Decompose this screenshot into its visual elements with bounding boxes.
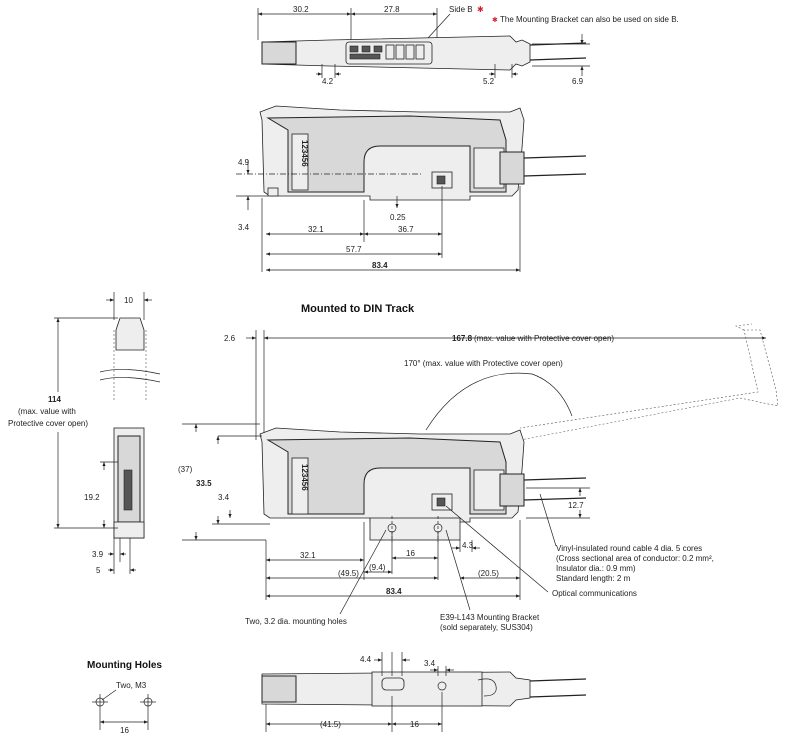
cover-swing-arc — [425, 372, 573, 431]
dim-114-note-1: (max. value with — [18, 407, 76, 416]
dim-3-4-bottom: 3.4 — [424, 659, 436, 668]
dim-16-holes: 16 — [120, 726, 129, 735]
dim-16-din: 16 — [406, 549, 415, 558]
note-mark: ✱ — [492, 16, 498, 24]
dim-3-4-din: 3.4 — [218, 493, 230, 502]
bottom-view: 4.4 3.4 (41.5) 16 — [261, 652, 587, 732]
side-b-mark: ✱ — [477, 5, 484, 14]
dim-49-5: (49.5) — [338, 569, 359, 578]
cover-hinge — [261, 41, 297, 65]
dim-4-9: 4.9 — [238, 158, 250, 167]
dim-27-8: 27.8 — [384, 5, 400, 14]
dim-19-2: 19.2 — [84, 493, 100, 502]
dim-114: 114 — [48, 395, 61, 404]
side-cover-top — [115, 317, 145, 351]
front-view: 123456 4.9 3.4 0.25 32.1 36.7 57.7 83.4 — [236, 105, 587, 272]
mounting-bracket — [369, 517, 461, 541]
mounting-holes-view: Mounting Holes Two, M3 16 — [87, 660, 162, 735]
optical-comm-label: Optical communications — [552, 589, 637, 598]
dim-0-25: 0.25 — [390, 213, 406, 222]
angle-170: 170° (max. value with Protective cover o… — [404, 359, 563, 368]
dim-41-5: (41.5) — [320, 720, 341, 729]
dim-5: 5 — [96, 566, 101, 575]
dim-167-8-note: (max. value with Protective cover open) — [474, 334, 614, 343]
dim-83-4: 83.4 — [372, 261, 388, 270]
bracket-label-1: E39-L143 Mounting Bracket — [440, 613, 540, 622]
connector — [473, 147, 505, 189]
dim-37: (37) — [178, 465, 193, 474]
dim-30-2: 30.2 — [293, 5, 309, 14]
side-b-note: The Mounting Bracket can also be used on… — [500, 15, 679, 24]
cable-desc-3: Insulator dia.: 0.9 mm) — [556, 564, 636, 573]
dim-6-9: 6.9 — [572, 77, 584, 86]
dim-10: 10 — [124, 296, 133, 305]
dim-167-8: 167.8 — [452, 334, 473, 343]
cover-open-dashed — [519, 329, 779, 441]
din-cable — [523, 477, 587, 481]
cable-desc-1: Vinyl-insulated round cable 4 dia. 5 cor… — [556, 544, 702, 553]
cable-grip — [499, 151, 525, 185]
din-section-title: Mounted to DIN Track — [301, 303, 415, 315]
terminal-numbers: 123456 — [300, 140, 309, 167]
holes-callout: Two, 3.2 dia. mounting holes — [245, 617, 347, 626]
mounting-holes-title: Mounting Holes — [87, 660, 162, 671]
dim-4-2: 4.2 — [322, 77, 334, 86]
dim-32-1: 32.1 — [308, 225, 324, 234]
dim-36-7: 36.7 — [398, 225, 414, 234]
dim-83-4-din: 83.4 — [386, 587, 402, 596]
side-b-label: Side B — [449, 5, 473, 14]
dim-9-4: (9.4) — [369, 563, 386, 572]
two-m3-label: Two, M3 — [116, 681, 147, 690]
cable-desc-2: (Cross sectional area of conductor: 0.2 … — [556, 554, 714, 563]
dim-114-note-2: Protective cover open) — [8, 419, 88, 428]
dim-33-5: 33.5 — [196, 479, 212, 488]
dim-5-2: 5.2 — [483, 77, 495, 86]
side-view: 10 114 (max. value with Protective cover… — [8, 292, 161, 575]
dim-57-7: 57.7 — [346, 245, 362, 254]
dim-4-3: 4.3 — [462, 541, 474, 550]
dim-4-4: 4.4 — [360, 655, 372, 664]
dim-16-bottom: 16 — [410, 720, 419, 729]
dim-20-5: (20.5) — [478, 569, 499, 578]
display-digits — [349, 44, 425, 60]
dim-32-1-din: 32.1 — [300, 551, 316, 560]
dim-3-4: 3.4 — [238, 223, 250, 232]
din-terminal-numbers: 123456 — [300, 464, 309, 491]
dim-12-7: 12.7 — [568, 501, 584, 510]
dim-3-9: 3.9 — [92, 550, 104, 559]
top-view: 30.2 27.8 Side B ✱ ✱ The Mounting Bracke… — [257, 5, 679, 86]
dim-2-6: 2.6 — [224, 334, 236, 343]
din-mount-view: 2.6 167.8 (max. value with Protective co… — [178, 323, 779, 632]
bracket-label-2: (sold separately, SUS304) — [440, 623, 533, 632]
cable-desc-4: Standard length: 2 m — [556, 574, 631, 583]
terminal-strip — [291, 133, 309, 191]
